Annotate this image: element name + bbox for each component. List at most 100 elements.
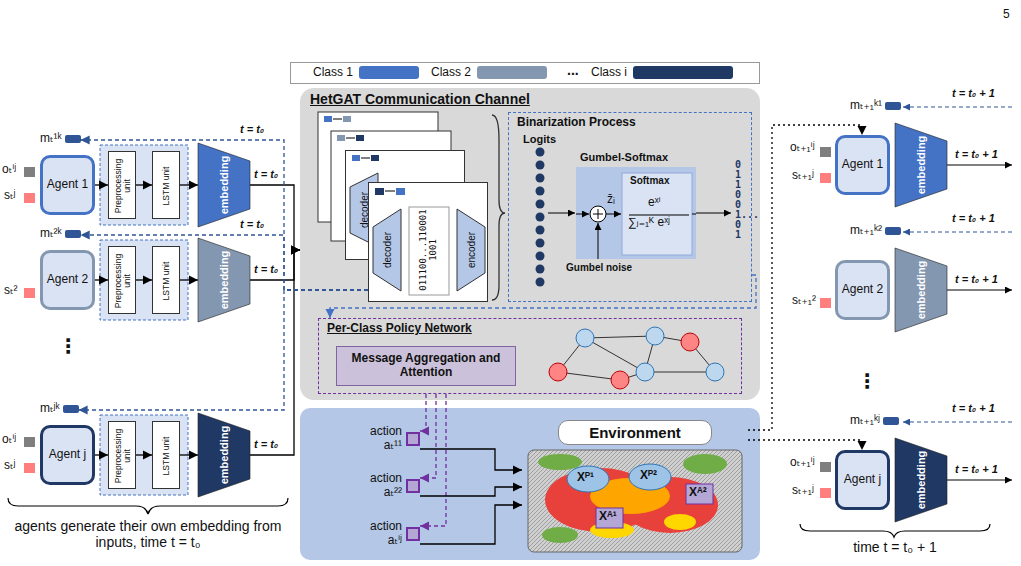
- gum-shape: [590, 206, 606, 222]
- preprocessing-box: Preprocessing unit: [108, 246, 136, 314]
- node-text: Gumbel-Softmax: [580, 151, 668, 164]
- connector: [420, 394, 426, 431]
- node-text: action aₜ²²: [360, 472, 402, 500]
- policy-graph: [646, 327, 664, 345]
- annotation: sₜ₊₁ʲ: [792, 169, 814, 183]
- binarization-box: Binarization ProcessLogitsGumbel-Softmax…: [508, 112, 752, 302]
- action-chip: [406, 479, 420, 493]
- connector: [420, 394, 436, 478]
- flow-arrow: [695, 213, 731, 214]
- connector: [748, 440, 862, 450]
- channel-panel: [300, 88, 760, 400]
- action-chip: [406, 432, 420, 446]
- heat-map: [664, 514, 696, 530]
- logit-dots: [536, 187, 545, 196]
- connector: [250, 250, 300, 455]
- node-text: Per-Class Policy Network: [327, 322, 472, 336]
- preprocessing-region: [100, 415, 188, 495]
- node-text: action aₜ¹¹: [360, 425, 402, 453]
- bracket: [492, 115, 505, 300]
- message-token: mₜ₊₁ᵏ¹: [850, 99, 901, 113]
- logit-dots: [536, 239, 545, 248]
- card1-shape: [352, 155, 360, 161]
- stacked-card: [346, 138, 355, 139]
- input-chip: [24, 437, 35, 447]
- gum-shape: [622, 173, 692, 255]
- message-chip: [885, 102, 901, 110]
- node-text: encoder: [466, 225, 477, 275]
- node-text: LSTM unit: [162, 154, 171, 218]
- emb-shape: [895, 438, 947, 522]
- time-arrow: [903, 107, 1012, 480]
- node-text: Preprocessing unit: [114, 249, 133, 313]
- annotation: Xᴬ¹: [599, 510, 617, 524]
- card2-shape: [396, 188, 405, 195]
- node-text: embedding: [218, 420, 230, 490]
- connector: [180, 279, 198, 280]
- bracket: [492, 115, 505, 300]
- environment-band: [300, 408, 760, 560]
- node-text: LSTM unit: [162, 424, 171, 488]
- policy-graph: [645, 372, 715, 373]
- annotation: oₜ₊₁ⁱʲ: [790, 141, 815, 155]
- stacked-card: [333, 119, 342, 120]
- node-text: Message Aggregation and Attention: [343, 352, 509, 380]
- annotation: time t = t₀ + 1: [800, 539, 990, 555]
- node-text: Binarization Process: [517, 116, 636, 130]
- legend-text: Class i: [591, 65, 627, 79]
- time-arrow: [903, 232, 1012, 233]
- embedding-block: embedding: [895, 123, 947, 207]
- node-text: Preprocessing unit: [114, 154, 133, 218]
- gum-shape: [606, 214, 621, 215]
- annotation: Xᴬ²: [689, 486, 707, 500]
- input-chip: [820, 298, 831, 308]
- annotation: t = t₀ + 1: [952, 212, 995, 225]
- annotation: Xᴾ¹: [577, 471, 594, 485]
- legend-swatch: [477, 66, 547, 79]
- logit-dots: [536, 200, 545, 209]
- input-chip: [24, 193, 35, 203]
- heat-map: [528, 450, 742, 552]
- card2-shape: [385, 191, 395, 192]
- annotation: eˣⁱ: [648, 196, 661, 210]
- stacked-card: [343, 116, 351, 122]
- input-chip: [820, 147, 831, 157]
- node-text: mₜʲᵏ: [40, 402, 60, 416]
- heat-map: [538, 454, 582, 470]
- node-text: mₜ₊₁ᵏ¹: [850, 99, 882, 113]
- annotation: sₜʲ: [4, 189, 15, 203]
- action-token: action aₜ²²: [360, 472, 420, 500]
- connector: [95, 454, 108, 455]
- connector: [136, 454, 152, 455]
- message-chip: [65, 135, 81, 143]
- annotation: z̄ᵢ: [607, 193, 615, 207]
- annotation: Gumbel noise: [566, 262, 632, 274]
- connector: [420, 394, 446, 526]
- node-text: Agent 2: [47, 273, 88, 287]
- agent-box: Agent 2: [835, 260, 890, 320]
- annotation: Xᴾ²: [640, 469, 657, 483]
- embedding-block: embedding: [895, 248, 947, 332]
- annotation: sₜ₊₁²: [792, 294, 816, 308]
- annotation: ⋮: [857, 370, 877, 393]
- node-text: embedding: [218, 245, 230, 315]
- brace: [800, 524, 990, 537]
- annotation: oₜⁱʲ: [2, 433, 16, 447]
- message-chip: [65, 230, 81, 238]
- input-chip: [820, 173, 831, 183]
- input-chip: [24, 463, 35, 473]
- annotation: sₜʲ: [4, 459, 15, 473]
- annotation: 011001...01: [735, 160, 741, 240]
- node-text: Agent j: [844, 473, 881, 487]
- connector: [95, 184, 108, 185]
- policy-graph: [576, 329, 594, 347]
- channel-panel: [300, 88, 760, 400]
- logit-dots: [536, 213, 545, 222]
- input-chip: [820, 462, 831, 472]
- node-text: embedding: [915, 255, 927, 325]
- message-token: mₜ²ᵏ: [40, 227, 81, 241]
- connector: [95, 279, 108, 280]
- connector: [180, 184, 198, 185]
- annotation: sₜ₊₁ʲ: [792, 484, 814, 498]
- policy-graph: [636, 363, 654, 381]
